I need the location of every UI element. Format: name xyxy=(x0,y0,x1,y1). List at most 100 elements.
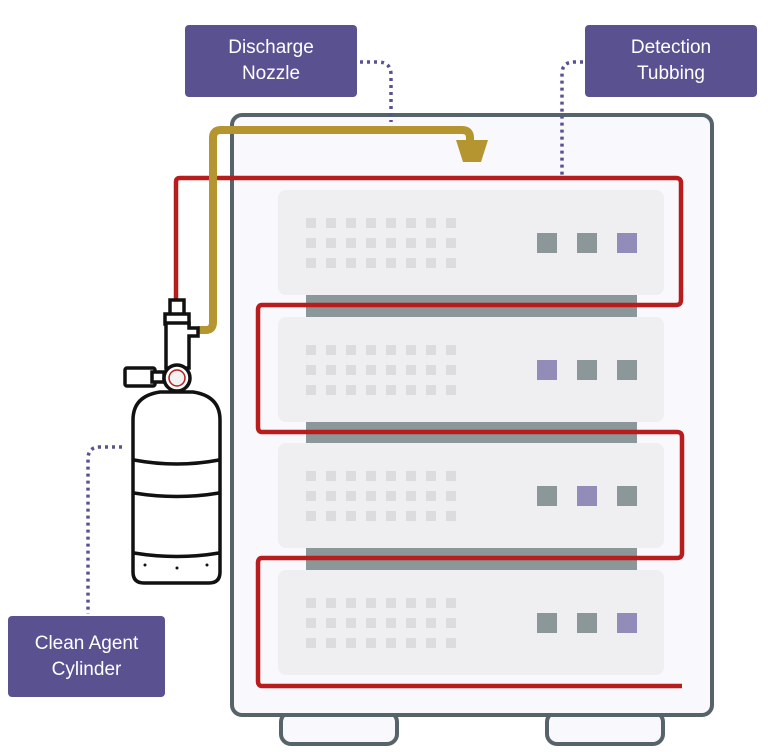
clean-agent-cylinder xyxy=(123,298,222,585)
vent-hole xyxy=(306,471,316,481)
vent-hole xyxy=(346,365,356,375)
vent-hole xyxy=(326,345,336,355)
vent-hole xyxy=(386,218,396,228)
vent-hole xyxy=(346,471,356,481)
status-light xyxy=(537,613,557,633)
vent-hole xyxy=(346,238,356,248)
vent-hole xyxy=(446,471,456,481)
vent-hole xyxy=(406,218,416,228)
vent-hole xyxy=(446,345,456,355)
label-line: Nozzle xyxy=(241,63,301,84)
vent-hole xyxy=(386,511,396,521)
vent-hole xyxy=(346,258,356,268)
vent-hole xyxy=(446,258,456,268)
vent-hole xyxy=(346,638,356,648)
status-light xyxy=(617,360,637,380)
vent-hole xyxy=(306,618,316,628)
status-light xyxy=(577,360,597,380)
status-light xyxy=(577,613,597,633)
vent-hole xyxy=(306,218,316,228)
connector-detection-tubing xyxy=(560,60,583,176)
discharge-pipe xyxy=(198,126,474,334)
vent-hole xyxy=(386,238,396,248)
vent-hole xyxy=(386,618,396,628)
vent-hole xyxy=(406,491,416,501)
cylinder-rivet xyxy=(205,563,209,567)
vent-hole xyxy=(426,598,436,608)
vent-hole xyxy=(426,258,436,268)
vent-hole xyxy=(366,638,376,648)
vent-hole xyxy=(366,238,376,248)
vent-hole xyxy=(406,385,416,395)
vent-hole xyxy=(366,491,376,501)
vent-hole xyxy=(306,385,316,395)
status-light xyxy=(537,486,557,506)
label-line: Clean Agent xyxy=(34,632,139,654)
server-unit xyxy=(278,570,664,675)
vent-hole xyxy=(446,598,456,608)
vent-hole xyxy=(386,471,396,481)
vent-hole xyxy=(306,238,316,248)
vent-hole xyxy=(366,385,376,395)
vent-hole xyxy=(326,511,336,521)
vent-hole xyxy=(366,218,376,228)
vent-hole xyxy=(346,385,356,395)
status-light xyxy=(617,233,637,253)
vent-hole xyxy=(306,598,316,608)
vent-hole xyxy=(426,218,436,228)
connector-discharge-nozzle xyxy=(360,60,393,122)
vent-hole xyxy=(426,471,436,481)
vent-hole xyxy=(346,511,356,521)
vent-hole xyxy=(366,618,376,628)
vent-hole xyxy=(426,345,436,355)
discharge-nozzle xyxy=(456,140,488,162)
vent-hole xyxy=(346,345,356,355)
vent-hole xyxy=(326,618,336,628)
vent-hole xyxy=(406,471,416,481)
vent-hole xyxy=(366,258,376,268)
vent-hole xyxy=(406,345,416,355)
vent-hole xyxy=(446,618,456,628)
status-light xyxy=(577,486,597,506)
vent-hole xyxy=(386,598,396,608)
cylinder-rivet xyxy=(143,563,147,567)
vent-hole xyxy=(366,471,376,481)
vent-hole xyxy=(386,385,396,395)
vent-hole xyxy=(426,238,436,248)
valve-actuator-link xyxy=(150,370,166,384)
cylinder-bands xyxy=(133,458,220,559)
vent-hole xyxy=(326,218,336,228)
vent-hole xyxy=(306,365,316,375)
status-light xyxy=(537,233,557,253)
vent-hole xyxy=(446,385,456,395)
vent-hole xyxy=(406,618,416,628)
vent-hole xyxy=(406,258,416,268)
vent-hole xyxy=(406,238,416,248)
vent-hole xyxy=(406,598,416,608)
detection-tubing xyxy=(173,175,685,689)
vent-hole xyxy=(326,638,336,648)
vent-hole xyxy=(326,491,336,501)
vent-hole xyxy=(326,238,336,248)
server-unit xyxy=(278,443,664,548)
vent-hole xyxy=(326,258,336,268)
vent-hole xyxy=(446,511,456,521)
vent-hole xyxy=(386,491,396,501)
vent-hole xyxy=(446,491,456,501)
pressure-gauge-icon xyxy=(168,369,186,387)
vent-hole xyxy=(426,491,436,501)
vent-hole xyxy=(326,598,336,608)
vent-hole xyxy=(366,345,376,355)
vent-hole xyxy=(326,365,336,375)
vent-hole xyxy=(386,345,396,355)
label-line: Cylinder xyxy=(51,658,122,680)
status-light xyxy=(617,486,637,506)
vent-hole xyxy=(346,598,356,608)
status-light xyxy=(617,613,637,633)
vent-hole xyxy=(406,365,416,375)
label-line: Discharge xyxy=(228,37,314,58)
vent-hole xyxy=(326,385,336,395)
